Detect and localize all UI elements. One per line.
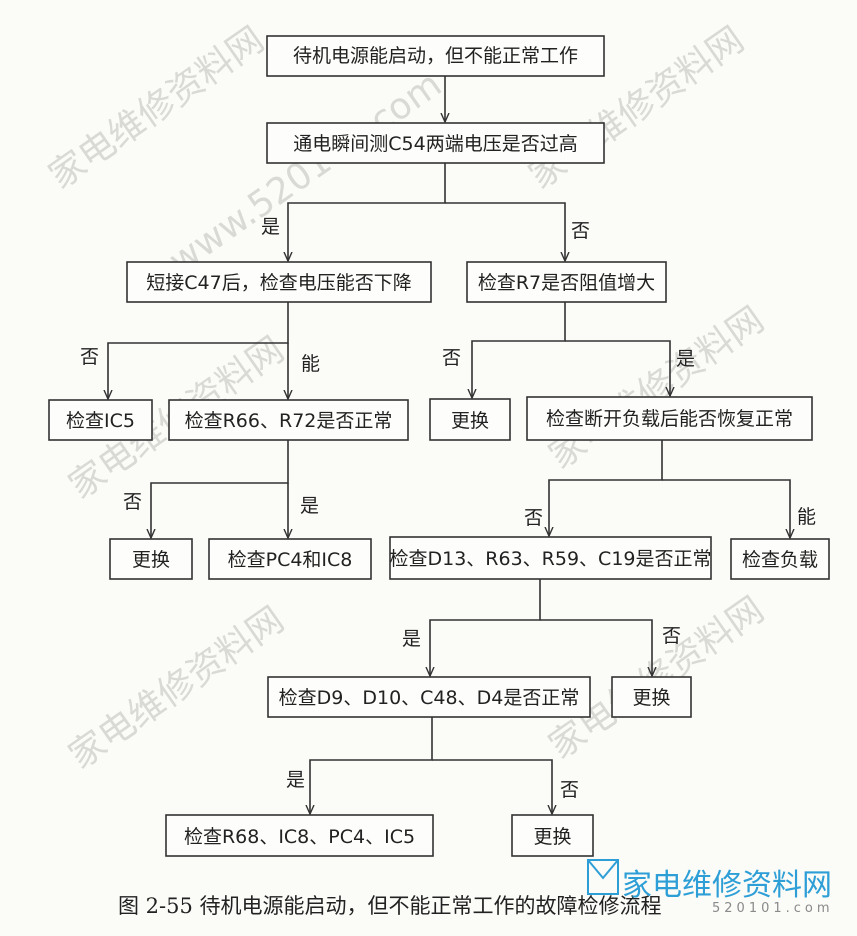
logo-subtext: 520101.com [712,901,834,916]
node-label: 更换 [132,549,170,571]
node-n5: 检查IC5 [48,399,153,441]
edge-labels: 是 否 否 能 否 是 否 是 否 能 是 否 是 否 [80,216,816,801]
edge-label-yes: 是 [402,628,421,650]
edge-label-no: 否 [80,346,99,368]
edge-label-can: 能 [301,353,320,375]
logo: 家电维修资料网 520101.com [587,859,834,916]
logo-icon [587,859,619,895]
edge-label-no: 否 [123,491,142,513]
edge-n2-n3 [288,163,446,261]
node-label: 检查PC4和IC8 [228,549,353,571]
edge-n8-n11 [549,440,663,536]
edge-label-no: 否 [524,507,543,529]
watermark-text-4: 家电维修资料网 [542,299,772,477]
edge-n2-n4 [445,202,565,261]
node-n12: 检查负载 [730,538,830,580]
edge-label-yes: 是 [676,348,695,370]
edge-n8-n12 [662,479,790,538]
node-n2: 通电瞬间测C54两端电压是否过高 [266,122,605,164]
edge-label-yes: 是 [286,769,305,791]
node-label: 检查D13、R63、R59、C19是否正常 [389,548,711,570]
edge-label-can: 能 [797,506,816,528]
edges [108,76,790,814]
node-n1: 待机电源能启动，但不能正常工作 [266,35,605,77]
node-label: 检查负载 [742,549,818,571]
node-label: 检查断开负载后能否恢复正常 [546,408,793,430]
node-label: 更换 [632,687,670,709]
node-n7: 更换 [429,398,511,441]
edge-label-no: 否 [560,779,579,801]
node-label: 更换 [451,410,489,432]
logo-text: 家电维修资料网 [622,868,832,903]
node-label: 短接C47后，检查电压能否下降 [146,272,411,294]
node-label: 检查D9、D10、C48、D4是否正常 [279,687,580,709]
edge-n11-n13 [430,579,541,676]
edge-n11-n14 [540,619,652,676]
node-n11: 检查D13、R63、R59、C19是否正常 [389,536,712,580]
node-n3: 短接C47后，检查电压能否下降 [126,261,432,303]
edge-n4-n7 [472,302,566,398]
node-label: 检查R66、R72是否正常 [185,410,393,432]
edge-label-no: 否 [662,625,681,647]
node-label: 检查R7是否阻值增大 [478,272,655,294]
edge-n4-n8 [565,340,670,396]
watermark-text-5: 家电维修资料网 [62,599,292,777]
edge-n6-n9 [151,440,289,538]
figure-caption: 图 2-55 待机电源能启动，但不能正常工作的故障检修流程 [118,894,662,918]
edge-label-yes: 是 [300,495,319,517]
edge-label-no: 否 [571,220,590,242]
node-n4: 检查R7是否阻值增大 [466,261,667,303]
node-n16: 更换 [511,814,594,857]
node-label: 检查R68、IC8、PC4、IC5 [184,826,415,848]
watermark-text-1: 家电维修资料网 [42,19,272,197]
node-n14: 更换 [611,676,692,718]
edge-label-no: 否 [442,347,461,369]
node-n8: 检查断开负载后能否恢复正常 [526,396,813,441]
node-n13: 检查D9、D10、C48、D4是否正常 [267,676,591,718]
node-label: 检查IC5 [66,410,135,432]
edge-n3-n5 [108,302,289,399]
node-label: 通电瞬间测C54两端电压是否过高 [293,133,577,155]
node-label: 待机电源能启动，但不能正常工作 [293,45,578,67]
edge-n13-n16 [432,759,552,814]
node-n9: 更换 [109,538,193,580]
edge-label-yes: 是 [261,216,280,238]
edge-n13-n15 [310,717,433,814]
node-n10: 检查PC4和IC8 [208,538,372,580]
node-label: 更换 [533,826,571,848]
node-n15: 检查R68、IC8、PC4、IC5 [165,814,434,857]
node-n6: 检查R66、R72是否正常 [168,399,409,441]
